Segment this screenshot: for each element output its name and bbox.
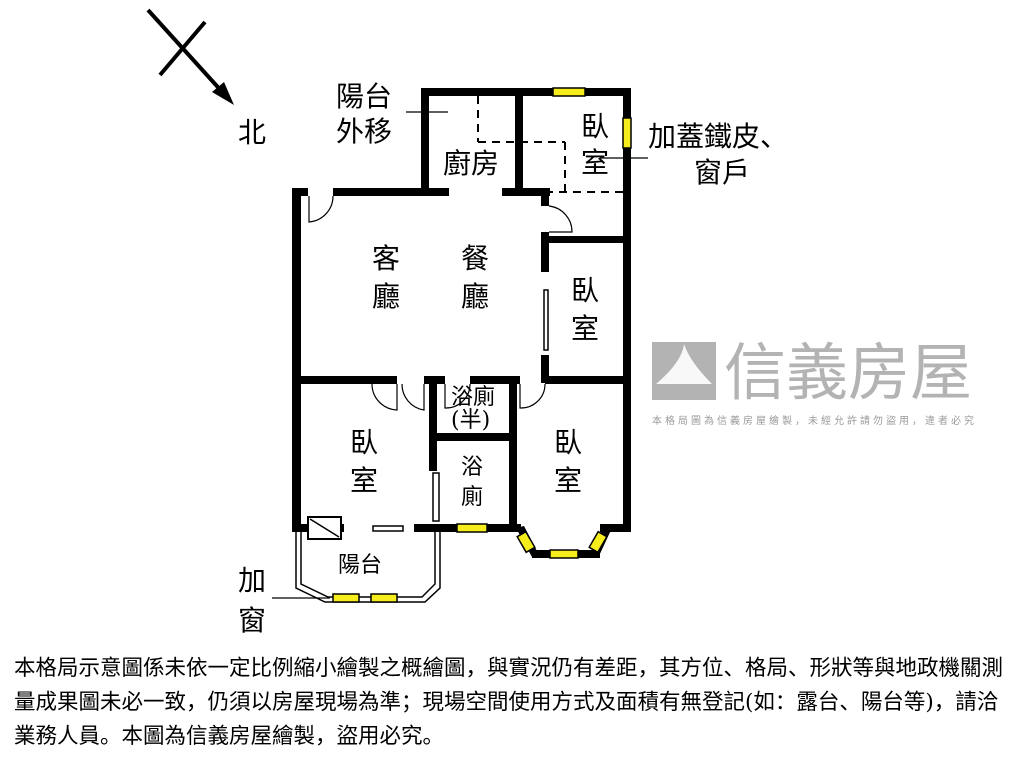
- bedroom-label: 臥: [571, 274, 599, 307]
- window: [370, 593, 398, 603]
- bedroom-label: 臥: [554, 426, 582, 459]
- iron-roof-note: 窗戶: [694, 156, 750, 189]
- window: [588, 530, 608, 554]
- watermark-notice: 本格局圖為信義房屋繪製，未經允許請勿盜用，違者必究: [652, 414, 977, 427]
- half-bath-label: (半): [451, 408, 490, 433]
- bedroom-label: 室: [571, 312, 599, 345]
- disclaimer-text: 本格局示意圖係未依一定比例縮小繪製之概繪圖，與實況仍有差距，其方位、格局、形狀等…: [14, 656, 1004, 749]
- added-window-note: 窗: [238, 604, 266, 637]
- bedroom-label: 室: [554, 464, 582, 497]
- balcony-moved-note: 外移: [336, 115, 392, 148]
- doors: [308, 195, 573, 411]
- windows: [332, 87, 632, 603]
- bedroom-label: 臥: [350, 426, 378, 459]
- bedroom-label: 室: [581, 146, 609, 179]
- window: [456, 523, 488, 533]
- dining-room-label: 廳: [461, 280, 489, 313]
- iron-roof-note: 加蓋鐵皮、: [648, 120, 788, 153]
- balcony-label: 陽台: [338, 553, 382, 578]
- bedroom-label: 臥: [581, 110, 609, 143]
- half-bath-label: 浴廁: [451, 385, 495, 410]
- bedroom-label: 室: [350, 464, 378, 497]
- window: [332, 593, 360, 603]
- leader-lines: [272, 111, 648, 599]
- balcony-moved-note: 陽台: [336, 80, 392, 113]
- kitchen-label: 廚房: [443, 147, 499, 180]
- north-label: 北: [238, 116, 266, 149]
- dining-room-label: 餐: [461, 242, 489, 275]
- living-room-label: 廳: [372, 280, 400, 313]
- north-arrow-icon: [146, 8, 234, 105]
- watermark-brand: 信義房屋: [724, 336, 972, 409]
- window: [549, 549, 579, 559]
- window: [552, 87, 586, 97]
- watermark: 信義房屋 本格局圖為信義房屋繪製，未經允許請勿盜用，違者必究: [652, 336, 977, 427]
- bathroom-label: 廁: [461, 485, 483, 510]
- added-window-note: 加: [238, 564, 266, 597]
- window: [516, 530, 536, 554]
- window: [622, 117, 632, 149]
- bathroom-label: 浴: [461, 455, 483, 480]
- living-room-label: 客: [372, 242, 400, 275]
